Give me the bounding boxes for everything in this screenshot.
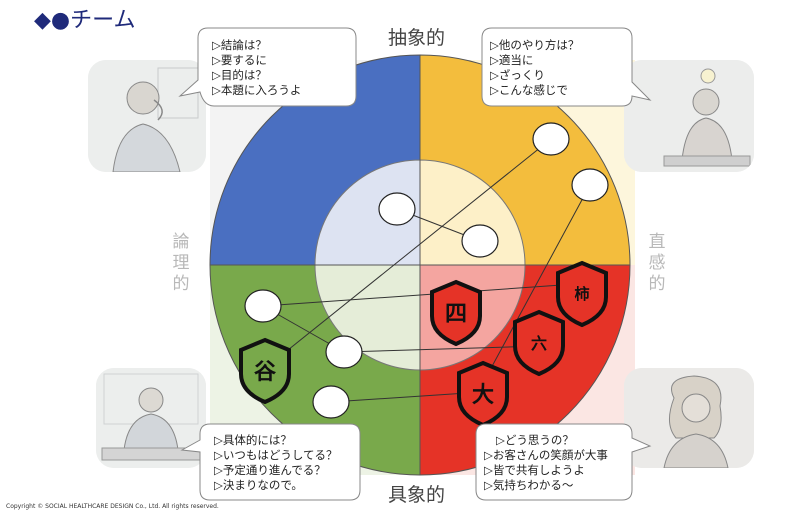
bubble-line: ▷適当に: [490, 53, 533, 67]
bubble-line: ▷どう思うの？: [496, 433, 574, 447]
bubble-line: ▷気持ちわかる～: [484, 478, 574, 492]
photo-lightbulb-man-sketch: [624, 60, 754, 172]
member-circle: [378, 192, 416, 226]
member-circles: [244, 122, 609, 419]
axis-label-logical: 論理的: [172, 232, 190, 294]
shield-shape: [556, 260, 608, 328]
bubble-line: ▷要するに: [212, 53, 267, 67]
connector-lines: [262, 138, 591, 403]
bubble-line: ▷本題に入ろうよ: [212, 83, 301, 97]
photo-laughing-woman: [624, 368, 754, 468]
member-circle: [312, 385, 350, 419]
photo-desk-man: [96, 368, 206, 468]
axis-label-intuitive: 直感的: [648, 232, 666, 294]
bubble-line: ▷ざっくり: [490, 68, 545, 82]
page-title: ◆●チーム: [34, 2, 135, 34]
photo-thinking-man-sketch: [88, 60, 206, 172]
badge-shi: 四: [430, 279, 482, 347]
badge-label: 六: [531, 334, 547, 353]
bubble-line: ▷他のやり方は？: [490, 38, 579, 52]
connector-line: [482, 184, 591, 384]
speech-bubble-bottom-right: ▷どう思うの？ ▷お客さんの笑顔が大事 ▷皆で共有しようよ ▷気持ちわかる～: [475, 423, 652, 501]
bubble-line: ▷決まりなので。: [214, 478, 303, 492]
connector-line: [262, 138, 552, 371]
badge-kaki: 柿: [556, 260, 608, 328]
bubble-line: ▷お客さんの笑顔が大事: [484, 448, 608, 462]
title-marks: ◆●: [34, 8, 71, 33]
photo-thinking-man: [88, 60, 206, 172]
photo-laughing-woman-sketch: [624, 368, 754, 468]
speech-bubble-top-left: ▷結論は？ ▷要するに ▷目的は？ ▷本題に入ろうよ: [178, 27, 357, 107]
shield-shape: [513, 309, 565, 377]
speech-bubble-top-right: ▷他のやり方は？ ▷適当に ▷ざっくり ▷こんな感じで: [481, 27, 652, 107]
badge-dai: 大: [457, 360, 509, 428]
inner-abstract-intuitive: [419, 159, 526, 266]
title-text: チーム: [70, 8, 136, 33]
member-circle: [532, 122, 570, 156]
bubble-line: ▷いつもはどうしてる？: [214, 448, 338, 462]
member-circle: [325, 335, 363, 369]
bubble-line: ▷具体的には？: [214, 433, 292, 447]
bubble-line: ▷結論は？: [212, 38, 267, 52]
bubble-line: ▷こんな感じで: [490, 83, 568, 97]
badge-tani: 谷: [239, 337, 291, 405]
shield-shape: [430, 279, 482, 347]
bubble-line: ▷皆で共有しようよ: [484, 463, 585, 477]
member-circle: [571, 168, 609, 202]
photo-desk-man-sketch: [96, 368, 206, 468]
copyright-notice: Copyright © SOCIAL HEALTHCARE DESIGN Co.…: [6, 503, 219, 510]
photo-lightbulb-man: [624, 60, 754, 172]
member-circle: [244, 289, 282, 323]
axis-label-concrete: 具象的: [388, 484, 446, 506]
bubble-line: ▷目的は？: [212, 68, 267, 82]
badge-label: 四: [445, 302, 467, 327]
connector-line: [343, 345, 541, 353]
badge-roku: 六: [513, 309, 565, 377]
connector-line: [330, 391, 483, 403]
member-circle: [461, 224, 499, 258]
badge-label: 大: [472, 383, 494, 408]
inner-abstract-logical: [314, 159, 421, 266]
speech-bubble-bottom-left: ▷具体的には？ ▷いつもはどうしてる？ ▷予定通り進んでる？ ▷決まりなので。: [180, 423, 361, 501]
shield-shape: [239, 337, 291, 405]
bubble-line: ▷予定通り進んでる？: [214, 463, 326, 477]
badge-label: 谷: [254, 360, 277, 385]
axis-label-abstract: 抽象的: [388, 27, 446, 49]
badge-label: 柿: [574, 285, 589, 303]
